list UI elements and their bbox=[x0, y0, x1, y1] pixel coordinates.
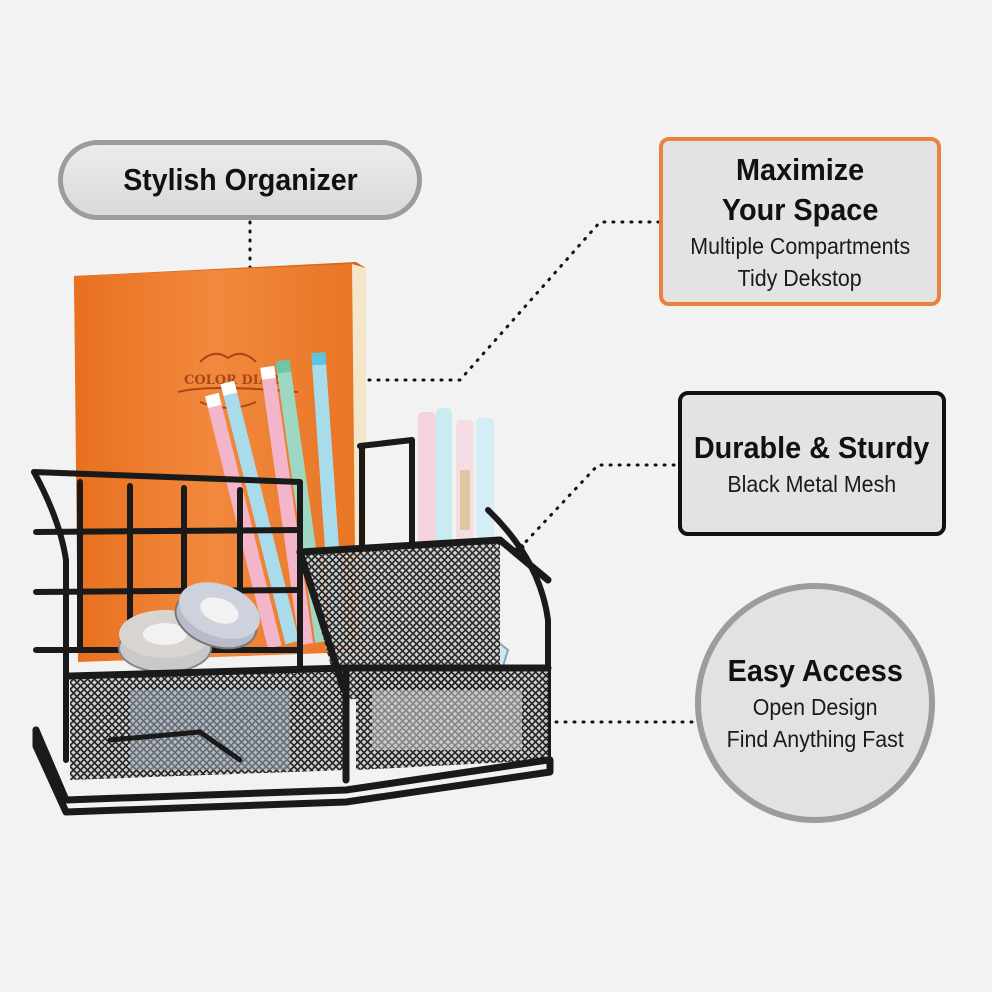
connector-maximize bbox=[358, 220, 660, 382]
easy-sub-line2: Find Anything Fast bbox=[726, 726, 904, 752]
stylish-organizer-title: Stylish Organizer bbox=[122, 162, 358, 197]
callout-maximize-space: Maximize Your Space Multiple Compartment… bbox=[659, 137, 941, 306]
front-frame bbox=[32, 536, 554, 816]
mesh-compartments bbox=[70, 540, 548, 780]
easy-sub-line1: Open Design bbox=[752, 694, 878, 720]
callout-durable-sturdy: Durable & Sturdy Black Metal Mesh bbox=[678, 391, 946, 536]
maximize-title-line1: Maximize bbox=[735, 151, 865, 187]
callout-stylish-organizer: Stylish Organizer bbox=[58, 140, 422, 220]
maximize-title-line2: Your Space bbox=[721, 191, 879, 227]
easy-title: Easy Access bbox=[727, 653, 903, 688]
wire-frame bbox=[31, 437, 551, 763]
durable-title: Durable & Sturdy bbox=[694, 429, 930, 465]
maximize-title: Maximize Your Space bbox=[722, 150, 878, 230]
durable-sub: Black Metal Mesh bbox=[727, 470, 897, 497]
maximize-sub-line1: Multiple Compartments bbox=[690, 232, 910, 259]
connector-durable bbox=[518, 463, 678, 550]
washi-tapes bbox=[118, 582, 260, 673]
callout-easy-access: Easy Access Open Design Find Anything Fa… bbox=[695, 583, 935, 823]
maximize-sub-line2: Tidy Dekstop bbox=[737, 264, 863, 291]
